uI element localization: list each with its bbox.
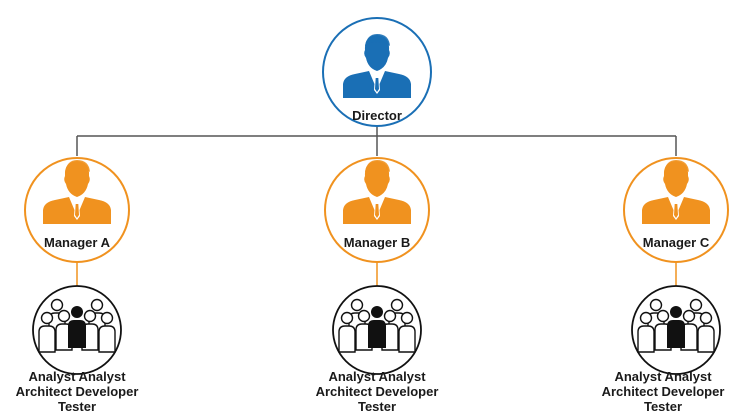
director-label: Director xyxy=(352,108,402,123)
manager-c-node: Manager C xyxy=(623,157,729,263)
manager-b-node: Manager B xyxy=(324,157,430,263)
team-b-roles-line1: Analyst Analyst xyxy=(328,369,426,384)
director-node: Director xyxy=(322,17,432,127)
team-a-roles-line3: Tester xyxy=(57,399,97,414)
connectors xyxy=(76,125,677,287)
team-a-roles-line2: Architect Developer xyxy=(15,384,139,399)
team-b-icon-group xyxy=(332,285,422,375)
team-c-roles-line1: Analyst Analyst xyxy=(614,369,712,384)
team-b-roles-line3: Tester xyxy=(357,399,397,414)
team-c-roles-line2: Architect Developer xyxy=(601,384,725,399)
team-c-roles-line3: Tester xyxy=(643,399,683,414)
team-c-icon-group xyxy=(631,285,721,375)
team-c-roles: Analyst Analyst Architect Developer Test… xyxy=(573,369,753,414)
team-a-icon-group xyxy=(32,285,122,375)
team-b-roles-line2: Architect Developer xyxy=(315,384,439,399)
manager-a-label: Manager A xyxy=(44,235,111,250)
manager-b-label: Manager B xyxy=(344,235,410,250)
team-a-roles-line1: Analyst Analyst xyxy=(28,369,126,384)
team-a-roles: Analyst Analyst Architect Developer Test… xyxy=(0,369,167,414)
team-b-roles: Analyst Analyst Architect Developer Test… xyxy=(287,369,467,414)
manager-c-label: Manager C xyxy=(643,235,710,250)
manager-a-node: Manager A xyxy=(24,157,130,263)
